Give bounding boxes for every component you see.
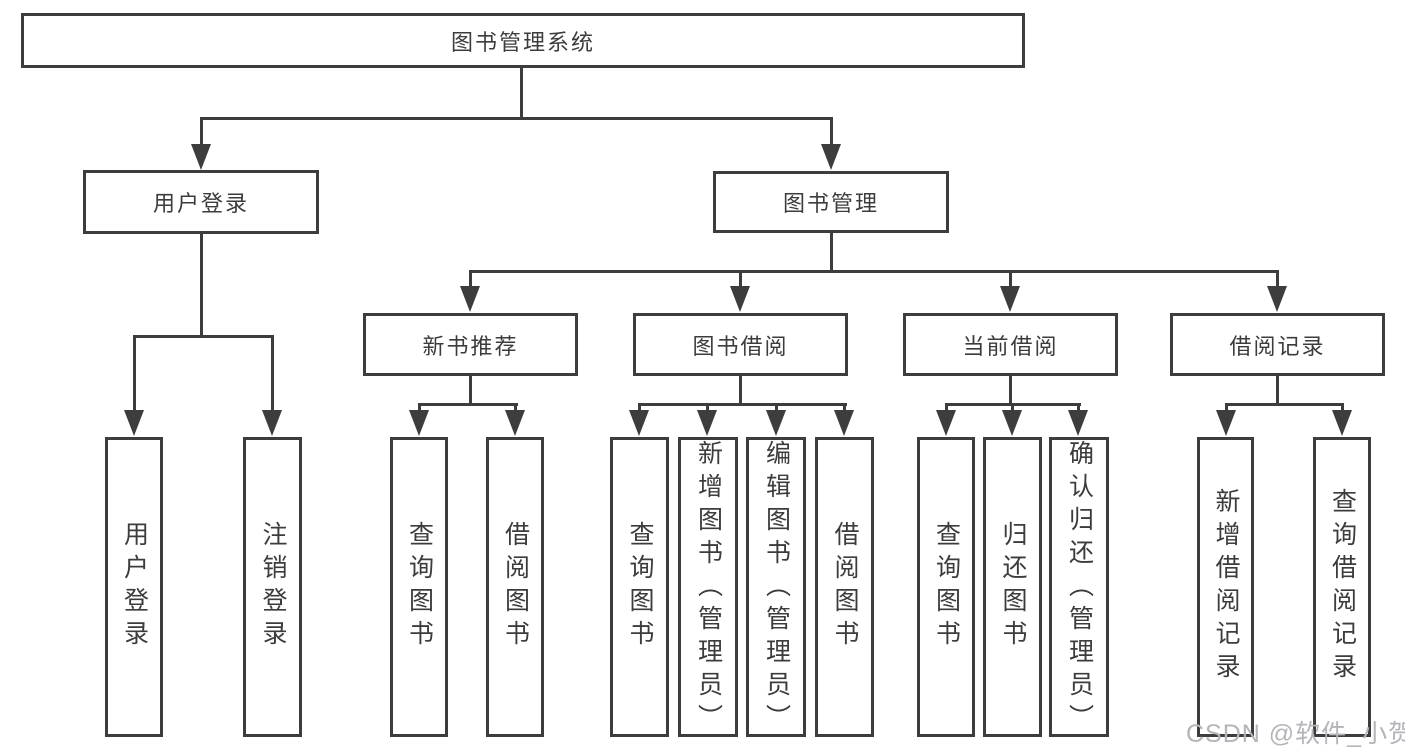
- connector-line: [200, 234, 203, 338]
- connector-line: [271, 335, 274, 412]
- connector-line: [200, 117, 203, 145]
- csdn-watermark: CSDN @软件_小贺同学: [1186, 720, 1405, 747]
- node-new-book-recommendation: 新书推荐: [363, 313, 578, 376]
- node-logout-action: 注销登录: [243, 437, 302, 737]
- connector-line: [638, 403, 847, 406]
- arrowhead-icon: [1267, 286, 1287, 312]
- connector-line: [1225, 403, 1344, 406]
- node-rec-borrow-books: 借阅图书: [486, 437, 544, 737]
- arrowhead-icon: [191, 144, 211, 170]
- node-current-return-books: 归还图书: [983, 437, 1042, 737]
- connector-line: [1009, 270, 1012, 288]
- connector-line: [830, 117, 833, 145]
- connector-line: [1077, 403, 1080, 413]
- node-records-query-borrow-record: 查询借阅记录: [1313, 437, 1371, 737]
- connector-line: [706, 403, 709, 413]
- arrowhead-icon: [936, 410, 956, 436]
- arrowhead-icon: [821, 144, 841, 170]
- arrowhead-icon: [629, 410, 649, 436]
- node-borrow-query-books: 查询图书: [610, 437, 669, 737]
- connector-line: [739, 376, 742, 406]
- connector-line: [945, 403, 948, 413]
- connector-line: [830, 233, 833, 273]
- connector-line: [418, 403, 518, 406]
- node-records-add-borrow-record: 新增借阅记录: [1197, 437, 1254, 737]
- arrowhead-icon: [1216, 410, 1236, 436]
- node-borrow-borrow-books: 借阅图书: [815, 437, 874, 737]
- arrowhead-icon: [1068, 410, 1088, 436]
- arrowhead-icon: [766, 410, 786, 436]
- node-current-query-books: 查询图书: [917, 437, 975, 737]
- node-user-login-action: 用户登录: [105, 437, 163, 737]
- connector-line: [1011, 403, 1014, 413]
- arrowhead-icon: [460, 286, 480, 312]
- arrowhead-icon: [697, 410, 717, 436]
- connector-line: [418, 403, 421, 413]
- node-book-borrowing: 图书借阅: [633, 313, 848, 376]
- connector-line: [469, 270, 472, 288]
- node-rec-query-books: 查询图书: [390, 437, 448, 737]
- connector-line: [133, 335, 136, 412]
- node-borrow-edit-books-admin: 编辑图书（管理员）: [746, 437, 806, 737]
- arrowhead-icon: [1332, 410, 1352, 436]
- connector-line: [1009, 376, 1012, 406]
- connector-line: [775, 403, 778, 413]
- connector-line: [1341, 403, 1344, 413]
- connector-line: [1276, 376, 1279, 406]
- node-borrowing-records: 借阅记录: [1170, 313, 1385, 376]
- node-borrow-add-books-admin: 新增图书（管理员）: [678, 437, 738, 737]
- connector-line: [1276, 270, 1279, 288]
- connector-line: [469, 376, 472, 406]
- arrowhead-icon: [124, 410, 144, 436]
- arrowhead-icon: [1000, 286, 1020, 312]
- arrowhead-icon: [262, 410, 282, 436]
- node-current-confirm-return-admin: 确认归还（管理员）: [1049, 437, 1109, 737]
- node-book-management: 图书管理: [713, 171, 949, 233]
- arrowhead-icon: [1002, 410, 1022, 436]
- connector-line: [514, 403, 517, 413]
- arrowhead-icon: [730, 286, 750, 312]
- connector-line: [200, 117, 832, 120]
- connector-line: [638, 403, 641, 413]
- connector-line: [739, 270, 742, 288]
- arrowhead-icon: [834, 410, 854, 436]
- arrowhead-icon: [409, 410, 429, 436]
- node-current-borrowing: 当前借阅: [903, 313, 1118, 376]
- node-library-management-system: 图书管理系统: [21, 13, 1025, 68]
- arrowhead-icon: [505, 410, 525, 436]
- connector-line: [133, 335, 274, 338]
- connector-line: [469, 270, 1279, 273]
- connector-line: [843, 403, 846, 413]
- connector-line: [520, 68, 523, 117]
- node-user-login: 用户登录: [83, 170, 319, 234]
- connector-line: [1225, 403, 1228, 413]
